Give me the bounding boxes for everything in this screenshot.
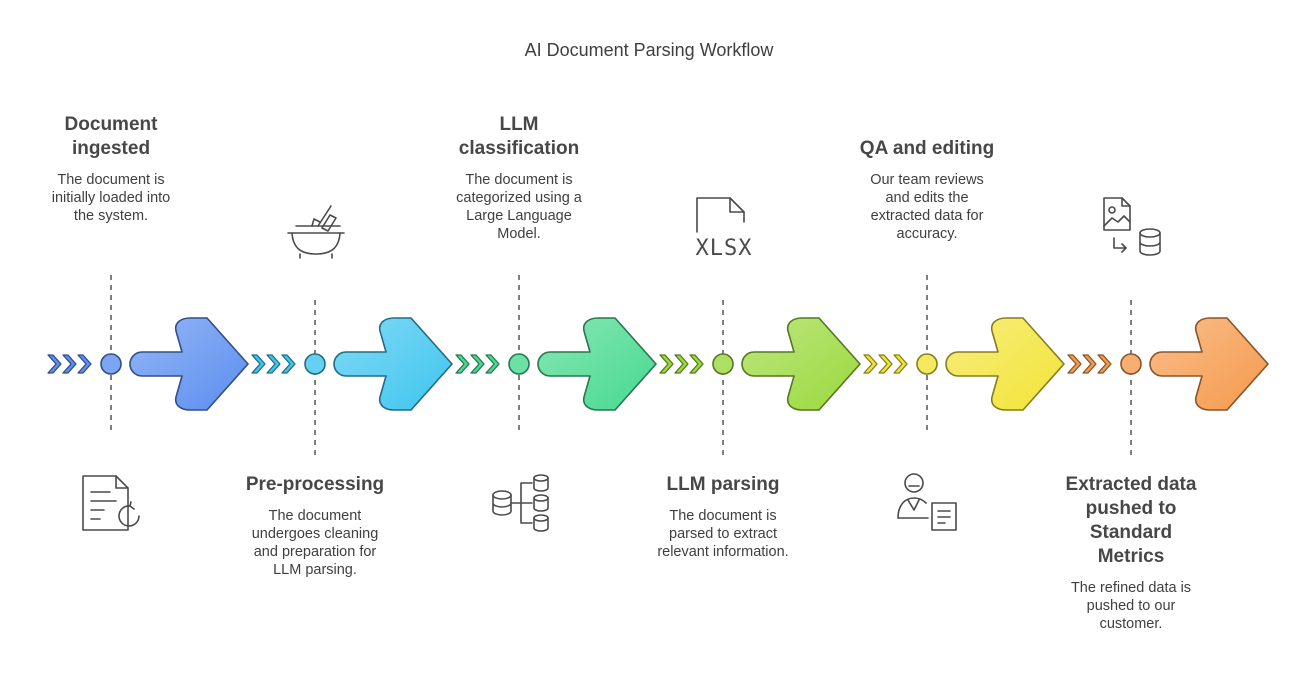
stage-arrow: [1149, 317, 1269, 411]
washing-basin-icon: [287, 205, 345, 259]
stage-description-line: The document: [268, 508, 362, 524]
stage-description: The document is parsed to extract relevant…: [628, 507, 818, 561]
stage-node: [304, 353, 326, 375]
chevron-icon: [1067, 354, 1082, 374]
stage-description-line: The refined data is: [1070, 580, 1192, 596]
image-to-database-icon: [1103, 197, 1161, 256]
stage-heading-line: ingested: [71, 138, 151, 159]
xlsx-label: XLSX: [696, 236, 753, 261]
person-document-icon: [897, 473, 957, 531]
stage-description: The document is categorized using a Large …: [424, 171, 614, 243]
stage-description: The document undergoes cleaning and prepar…: [220, 507, 410, 579]
stage-heading-line: Pre-processing: [245, 474, 385, 495]
stage-description-line: pushed to our: [1086, 598, 1176, 614]
chevron-icon: [485, 354, 500, 374]
stage-description-line: extracted data for: [870, 208, 984, 224]
stage-description: The refined data is pushed to our customer…: [1036, 579, 1226, 633]
stage-heading-line: classification: [458, 138, 580, 159]
stage-node: [1120, 353, 1142, 375]
chevron-icon: [77, 354, 92, 374]
stage-heading-line: LLM: [499, 114, 539, 135]
chevron-icon: [1082, 354, 1097, 374]
chevron-icon: [281, 354, 296, 374]
chevron-icon: [266, 354, 281, 374]
stage-heading-line: QA and editing: [859, 138, 995, 159]
stage-description-line: categorized using a: [456, 190, 582, 206]
chevron-icon: [470, 354, 485, 374]
stage-description-line: The document is: [465, 172, 573, 188]
stage-node: [916, 353, 938, 375]
chevron-icon: [1097, 354, 1112, 374]
diagram-title: AI Document Parsing Workflow: [524, 40, 774, 60]
stage-heading-line: Metrics: [1097, 546, 1165, 567]
stage-heading-line: pushed to: [1085, 498, 1177, 519]
stage-description-line: The document is: [57, 172, 165, 188]
stage-description-line: Large Language: [466, 208, 572, 224]
stage-node: [508, 353, 530, 375]
stage-description-line: relevant information.: [657, 544, 789, 560]
stage-description-line: The document is: [669, 508, 777, 524]
stage-description-line: customer.: [1099, 616, 1163, 632]
stage-description-line: parsed to extract: [669, 526, 777, 542]
stage-description-line: initially loaded into: [51, 190, 171, 206]
stage-description-line: Our team reviews: [870, 172, 984, 188]
stage-arrow: [537, 317, 657, 411]
stage-description-line: and edits the: [885, 190, 969, 206]
xlsx-file-icon: XLSX: [696, 197, 753, 261]
chevron-icon: [62, 354, 77, 374]
chevron-icon: [878, 354, 893, 374]
stage-arrow: [741, 317, 861, 411]
stage-heading: QA and editing: [832, 137, 1022, 161]
chevron-icon: [893, 354, 908, 374]
stage-description-line: Model.: [497, 226, 541, 242]
stage-description-line: the system.: [73, 208, 149, 224]
chevron-icon: [455, 354, 470, 374]
document-refresh-icon: [82, 475, 140, 531]
stage-description-line: undergoes cleaning: [251, 526, 379, 542]
stage-arrow: [333, 317, 453, 411]
chevron-icon: [659, 354, 674, 374]
stage-arrow: [129, 317, 249, 411]
stage-heading: LLM classification: [424, 113, 614, 161]
chevron-icon: [689, 354, 704, 374]
stage-heading-line: LLM parsing: [666, 474, 780, 495]
stage-heading: Document ingested: [16, 113, 206, 161]
stage-heading: LLM parsing: [628, 473, 818, 497]
stage-heading-line: Standard: [1089, 522, 1173, 543]
stage-node: [100, 353, 122, 375]
chevron-icon: [47, 354, 62, 374]
stage-node: [712, 353, 734, 375]
stage-heading: Pre-processing: [220, 473, 410, 497]
stage-heading-line: Extracted data: [1065, 474, 1197, 495]
stage-description-line: accuracy.: [896, 226, 958, 242]
database-tree-icon: [492, 474, 549, 532]
stage-description: The document is initially loaded into the …: [16, 171, 206, 225]
stage-heading-line: Document: [64, 114, 158, 135]
chevron-icon: [251, 354, 266, 374]
stage-description: Our team reviews and edits the extracted d…: [832, 171, 1022, 243]
chevron-icon: [863, 354, 878, 374]
stage-arrow: [945, 317, 1065, 411]
stage-description-line: and preparation for: [253, 544, 377, 560]
stage-description-line: LLM parsing.: [273, 562, 357, 578]
chevron-icon: [674, 354, 689, 374]
